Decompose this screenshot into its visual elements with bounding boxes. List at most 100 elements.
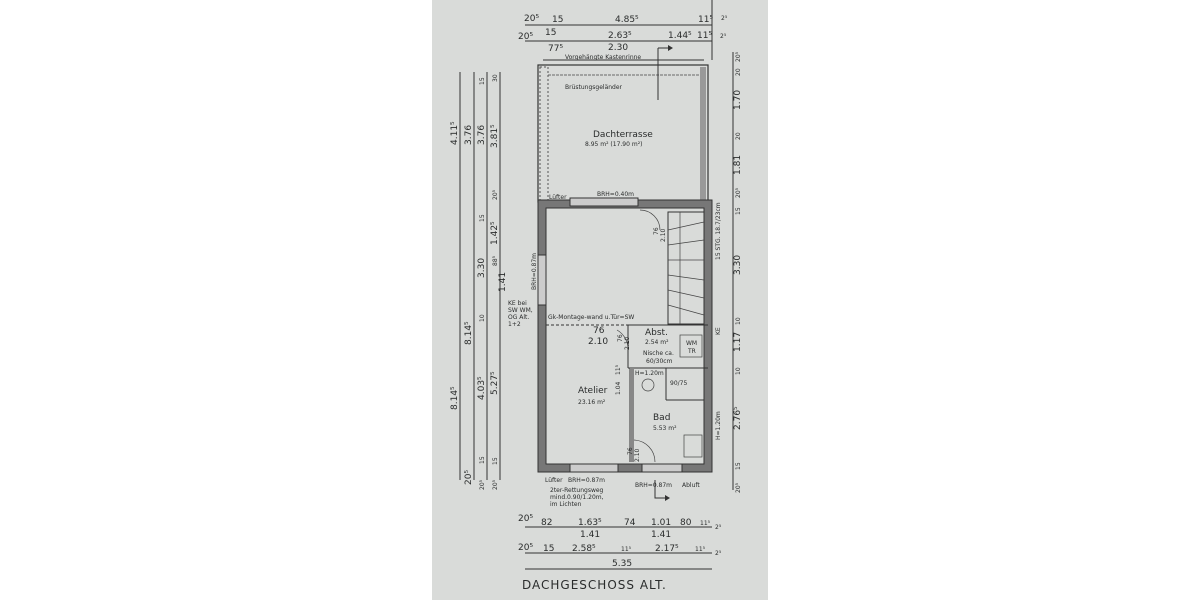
dimension-label: 11⁵ [698, 15, 713, 25]
dimension-label: 1.01 [651, 518, 671, 528]
dimension-label: 11⁵ [621, 546, 632, 553]
dimensions-right: 20⁵ 20 1.70 20 1.81 20⁵ 15 3.30 10 1.17 … [711, 0, 743, 493]
dimension-label: 2.30 [608, 43, 628, 53]
dimension-label: 3.76 [477, 125, 487, 145]
dimension-label: 30 [492, 74, 499, 82]
dimension-label: BRH=0.87m [635, 482, 672, 489]
dimension-label: 20⁵ [524, 14, 539, 24]
dimension-label: 10 [479, 314, 486, 322]
plan-title: DACHGESCHOSS ALT. [522, 578, 667, 592]
dimension-label: 76 [593, 326, 605, 336]
dimension-label: 15 [735, 462, 742, 470]
dimension-label: 4.11⁵ [450, 121, 460, 145]
room-labels: Atelier 23.16 m² Abst. 2.54 m² Nische ca… [508, 202, 722, 508]
dimension-label: 20⁵ [735, 51, 742, 62]
dimension-label: 1.41 [651, 530, 671, 540]
dimension-label: 76 [627, 447, 634, 455]
dimension-label: 1.44⁵ [668, 31, 692, 41]
dimension-label: 20⁵ [518, 514, 533, 524]
dimension-label: 11⁵ [695, 546, 706, 553]
dimension-label: 1.70 [733, 90, 743, 110]
dimension-label: KE [715, 327, 722, 335]
dimension-label: 2.63⁵ [608, 31, 632, 41]
room-name-bad: Bad [653, 413, 670, 423]
dimension-label: 3.76 [464, 125, 474, 145]
dimension-label: 1+2 [508, 321, 521, 328]
dimension-label: BRH=0.87m [568, 477, 605, 484]
dimension-label: 8.14⁵ [450, 386, 460, 410]
terrace: Vorgehängte Kastenrinne Brüstungsgelände… [537, 45, 709, 203]
dimension-label: 15 [543, 544, 554, 554]
dimension-label: 5.27⁵ [490, 371, 500, 395]
dimension-label: Lüfter [549, 194, 567, 201]
dimension-label: 2ter-Rettungsweg [550, 487, 604, 494]
dimension-label: 15 STG. 18.7/23cm [715, 202, 722, 260]
dimension-label: 15 [479, 214, 486, 222]
dimension-label: 15 [552, 15, 563, 25]
dimension-label: 2.10 [634, 448, 641, 462]
dimension-label: 2⁵ [721, 15, 728, 22]
dimension-label: 20⁵ [518, 32, 533, 42]
room-name-atelier: Atelier [578, 386, 608, 396]
dimension-label: 2.76⁵ [733, 406, 743, 430]
dimension-label: Lüfter [545, 477, 563, 484]
dimension-label: 15 [735, 207, 742, 215]
dimension-label: 10 [735, 317, 742, 325]
gutter-label: Vorgehängte Kastenrinne [565, 54, 641, 61]
dimension-label: 76 [653, 227, 660, 235]
dimension-label: OG Alt. [508, 314, 529, 321]
dimension-label: 1.41 [498, 272, 508, 292]
dimension-label: 4.03⁵ [477, 376, 487, 400]
room-name-abst: Abst. [645, 328, 668, 338]
dimension-label: 20⁵ [735, 187, 742, 198]
building-walls [537, 197, 713, 473]
dimension-label: Nische ca. [643, 350, 674, 357]
dimension-label: 20⁵ [735, 482, 742, 493]
dimension-label: 5.35 [612, 559, 632, 569]
room-area-terrace: 8.95 m² (17.90 m²) [585, 141, 642, 148]
dimension-label: 60/30cm [646, 358, 673, 365]
dimension-label: BRH=0.87m [531, 253, 538, 290]
dimensions-left: 4.11⁵ 8.14⁵ 3.76 8.14⁵ 20⁵ 15 3.76 15 3.… [450, 72, 508, 490]
dimension-label: mind.0.90/1.20m, [550, 494, 604, 501]
room-name-terrace: Dachterrasse [593, 130, 653, 140]
dimension-label: 80 [680, 518, 692, 528]
dimension-label: 76 [617, 334, 624, 342]
dimension-label: 74 [624, 518, 636, 528]
dimension-label: 3.30 [477, 258, 487, 278]
dimension-label: 15 [479, 456, 486, 464]
dimension-label: 1.63⁵ [578, 518, 602, 528]
dimension-label: 11⁵ [697, 31, 712, 41]
dimensions-bottom: 20⁵ 82 1.63⁵ 1.41 74 1.01 1.41 80 11⁵ 2⁵… [518, 514, 722, 570]
dimension-label: 20 [735, 68, 742, 76]
dimension-label: 11⁵ [700, 520, 711, 527]
railing-label: Brüstungsgeländer [565, 84, 623, 91]
dimension-label: 5.53 m² [653, 425, 677, 432]
dimension-label: 1.17 [733, 332, 743, 352]
dimension-label: im Lichten [550, 501, 582, 508]
dimension-label: Abluft [682, 482, 700, 489]
dimension-label: 90/75 [670, 380, 687, 387]
dimension-label: 20⁵ [518, 543, 533, 553]
dimension-label: BRH=0.40m [597, 191, 634, 198]
dimension-label: 3.30 [733, 255, 743, 275]
dimension-label: H=1.20m [635, 370, 664, 377]
dimension-label: 8.14⁵ [464, 321, 474, 345]
dimension-label: KE bei [508, 300, 527, 307]
dimension-label: 10 [735, 367, 742, 375]
dimension-label: 2⁵ [720, 33, 727, 40]
dimension-label: 2⁵ [715, 550, 722, 557]
dimension-label: TR [687, 348, 696, 355]
dimensions-top: 20⁵ 15 4.85⁵ 11⁵ 2⁵ 20⁵ 15 77⁵ 2.63⁵ 2.3… [518, 14, 728, 54]
dimension-label: 3.81⁵ [490, 124, 500, 148]
dimension-label: SW WM, [508, 307, 533, 314]
dimension-label: 15 [492, 457, 499, 465]
dimension-label: 88⁵ [492, 255, 499, 266]
dimension-label: 20⁵ [464, 470, 474, 485]
dimension-label: 4.85⁵ [615, 15, 639, 25]
dimension-label: 2.58⁵ [572, 544, 596, 554]
dimension-label: 82 [541, 518, 552, 528]
dimension-label: WM [686, 340, 697, 347]
